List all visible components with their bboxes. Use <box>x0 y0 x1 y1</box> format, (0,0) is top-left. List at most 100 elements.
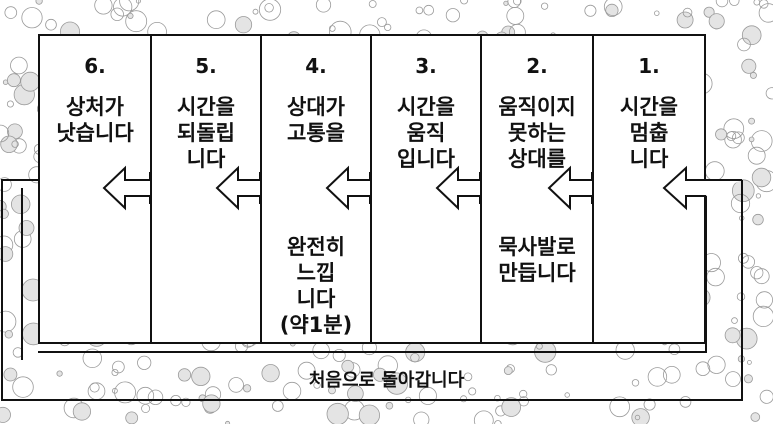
panel-step-1: 1. 시간을 멈춥 니다 <box>592 34 706 344</box>
bubble <box>541 3 547 9</box>
bubble <box>0 407 11 422</box>
bubble <box>1 136 18 153</box>
bubble <box>0 311 16 332</box>
panel-step-3: 3. 시간을 움직 입니다 <box>370 34 482 344</box>
bubble <box>747 360 751 364</box>
bubble <box>0 247 13 262</box>
panel-step-5: 5. 시간을 되돌립 니다 <box>150 34 262 344</box>
bubble <box>13 348 23 358</box>
bubble <box>585 5 596 16</box>
panel-step-6: 6. 상처가 낫습니다 <box>38 34 152 344</box>
bubble <box>716 0 728 7</box>
bubble <box>504 1 508 5</box>
step-1-text: 시간을 멈춥 니다 <box>594 94 704 172</box>
bubble <box>327 403 348 424</box>
bubble <box>126 412 138 424</box>
bubble <box>742 59 756 73</box>
bubble <box>507 7 524 24</box>
bubble <box>730 0 740 6</box>
bubble <box>406 343 425 362</box>
bubble <box>502 398 521 417</box>
bubble <box>203 395 220 412</box>
bubble <box>737 293 745 301</box>
bubble <box>751 267 763 279</box>
bubble <box>760 390 773 403</box>
bubble <box>732 318 738 324</box>
bubble <box>265 4 274 13</box>
bubble <box>316 0 330 12</box>
step-5-number: 5. <box>152 54 260 78</box>
bubble <box>414 412 429 424</box>
step-1-number: 1. <box>594 54 704 78</box>
panel-step-2: 2. 움직이지 못하는 상대를 묵사발로 만듭니다 <box>480 34 594 344</box>
bubble <box>756 194 760 198</box>
step-4-extra: 완전히 느낍 니다 (약1분) <box>262 234 370 338</box>
bubble <box>272 401 283 412</box>
bubble <box>677 12 693 28</box>
bubble <box>7 101 13 107</box>
bubble <box>644 399 655 410</box>
bubble <box>739 216 744 221</box>
bubble <box>405 397 411 403</box>
bubble <box>259 0 280 20</box>
step-2-text: 움직이지 못하는 상대를 <box>482 94 592 172</box>
bubble <box>742 26 761 45</box>
bubble <box>716 129 727 140</box>
bubble <box>253 9 258 14</box>
bubble <box>756 292 772 308</box>
bubble <box>709 14 724 29</box>
bubble <box>752 168 771 187</box>
bubble <box>359 405 379 424</box>
loop-label: 처음으로 돌아갑니다 <box>0 366 773 392</box>
bubble <box>19 221 34 236</box>
step-3-text: 시간을 움직 입니다 <box>372 94 480 172</box>
bubble <box>705 162 724 181</box>
bubble <box>749 118 755 124</box>
bubble <box>385 24 391 30</box>
bubble <box>732 180 754 202</box>
bubble <box>461 0 468 4</box>
step-2-number: 2. <box>482 54 592 78</box>
bubble <box>725 328 740 343</box>
step-4-number: 4. <box>262 54 370 78</box>
step-4-text: 상대가 고통을 <box>262 94 370 146</box>
step-6-number: 6. <box>40 54 150 78</box>
bubble <box>754 0 760 5</box>
bubble <box>632 409 650 424</box>
bubble <box>610 397 630 417</box>
bubble <box>766 88 773 99</box>
bubble <box>313 342 330 359</box>
bubble <box>22 8 42 28</box>
bubble <box>73 403 90 420</box>
bubble <box>565 393 570 398</box>
bubble <box>333 349 345 361</box>
bubble <box>46 19 57 30</box>
bubble <box>171 395 181 405</box>
step-5-text: 시간을 되돌립 니다 <box>152 94 260 172</box>
bubble <box>759 4 773 23</box>
bubble <box>749 137 754 142</box>
bubble <box>5 7 17 19</box>
bubble <box>207 11 225 29</box>
bubble <box>36 0 42 4</box>
bubble <box>0 209 8 218</box>
step-2-extra: 묵사발로 만듭니다 <box>482 234 592 286</box>
bubble <box>495 395 501 401</box>
bubble <box>416 7 423 14</box>
step-6-text: 상처가 낫습니다 <box>40 94 150 146</box>
bubble <box>424 5 434 15</box>
panel-step-4: 4. 상대가 고통을 완전히 느낍 니다 (약1분) <box>260 34 372 344</box>
bubble <box>495 421 502 424</box>
bubble <box>386 402 393 409</box>
bubble <box>751 413 760 422</box>
bubble <box>655 11 660 16</box>
bubble <box>727 132 736 141</box>
bubble <box>669 344 680 355</box>
bubble <box>474 411 493 424</box>
bubble <box>446 9 459 22</box>
bubble <box>751 131 772 152</box>
bubble <box>142 404 150 412</box>
bubble <box>5 331 13 339</box>
bubble <box>0 178 11 192</box>
bubble <box>369 1 376 8</box>
